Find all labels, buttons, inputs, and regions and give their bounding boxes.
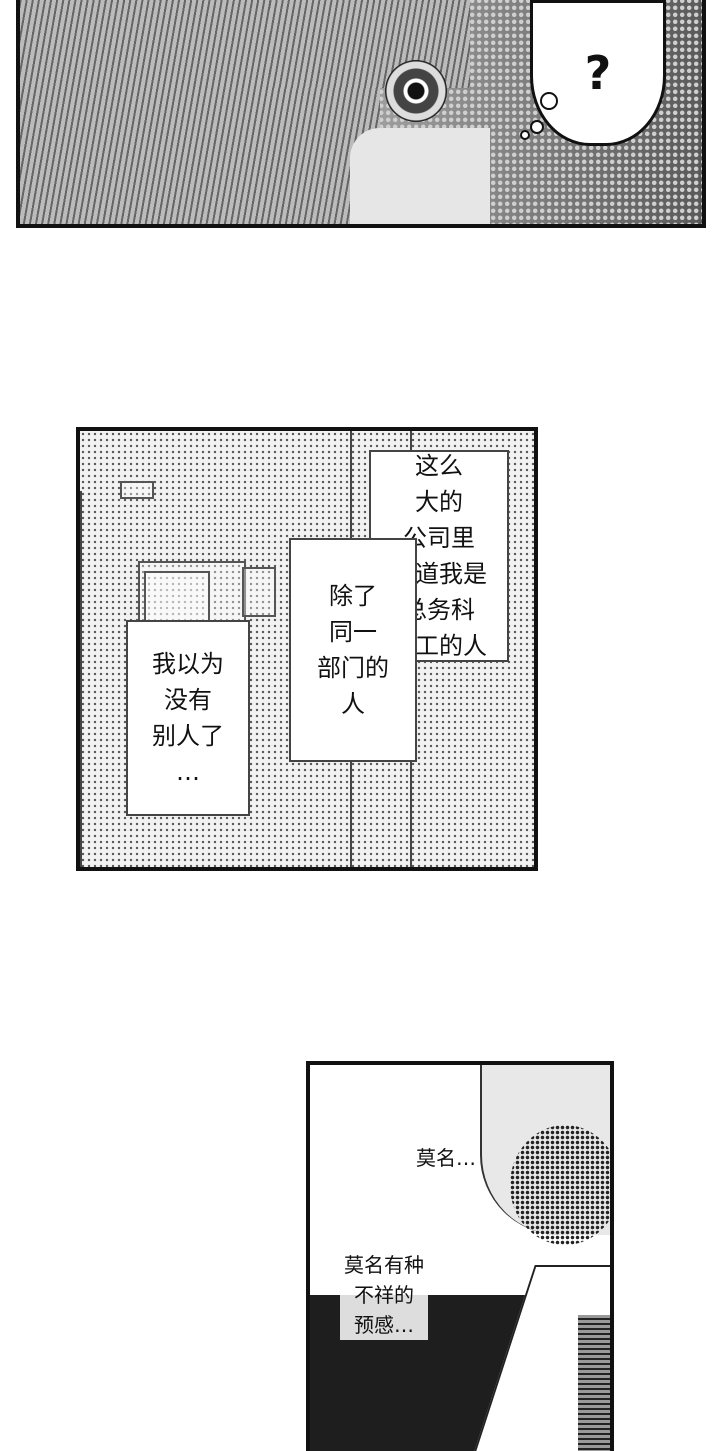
caption-line: 这么 xyxy=(415,452,463,480)
bubble-text: ? xyxy=(584,46,612,100)
narration-line: 莫名有种 xyxy=(344,1253,424,1277)
narration-line: 预感… xyxy=(354,1313,414,1337)
eye-illustration xyxy=(385,60,447,122)
narration-bottom: 莫名有种 不祥的 预感… xyxy=(340,1250,428,1340)
ceiling-light xyxy=(120,481,154,499)
wall-sign xyxy=(242,567,276,617)
narration-line: 不祥的 xyxy=(354,1283,414,1307)
caption-line: 没有 xyxy=(164,686,212,714)
caption-line: 大的 xyxy=(415,488,463,516)
cheek-illustration xyxy=(350,128,490,224)
stubble-shadow xyxy=(510,1125,610,1245)
thought-dot-medium xyxy=(530,120,544,134)
thought-dot-small xyxy=(520,130,530,140)
corridor-line-left xyxy=(80,491,82,867)
narration-top: 莫名… xyxy=(416,1143,476,1173)
caption-left: 我以为 没有 别人了 … xyxy=(126,620,250,816)
panel-suit-closeup xyxy=(306,1061,614,1451)
caption-line: 我以为 xyxy=(152,650,224,678)
thought-dot-large xyxy=(540,92,558,110)
caption-line: 人 xyxy=(341,690,365,718)
caption-middle: 除了 同一 部门的 人 xyxy=(289,538,417,762)
speech-bubble-question: ? xyxy=(530,0,666,146)
caption-line: 别人了 xyxy=(152,722,224,750)
caption-line: 部门的 xyxy=(317,654,389,682)
narration-line: 莫名… xyxy=(416,1146,476,1170)
caption-line: … xyxy=(176,758,200,786)
caption-line: 除了 xyxy=(329,582,377,610)
caption-line: 同一 xyxy=(329,618,377,646)
necktie xyxy=(578,1315,610,1451)
